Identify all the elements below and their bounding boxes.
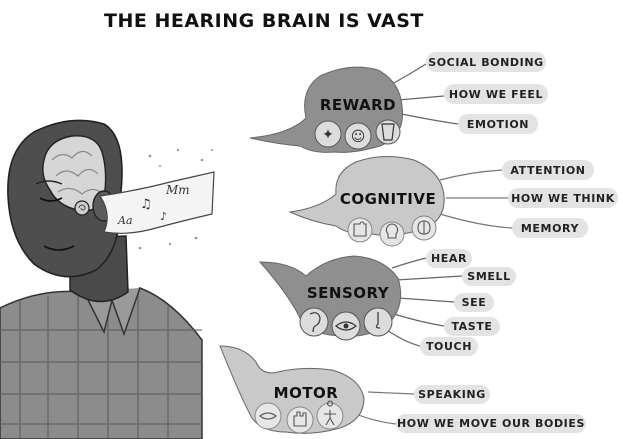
ear-icon (309, 312, 321, 333)
sensory-item-label-2: SMELL (467, 270, 510, 283)
sensory-icon-bubbles (299, 307, 393, 341)
group-title-motor: MOTOR (274, 384, 339, 402)
motor-item-label-2: HOW WE MOVE OUR BODIES (397, 417, 585, 430)
sensory-item-label-4: TASTE (451, 320, 492, 333)
person-illustration (0, 119, 203, 439)
sound-wave: Mm Aa ♫ ♪ (98, 148, 215, 250)
sensory-connector-2 (395, 275, 463, 281)
motor-item-pill-2 (396, 414, 586, 433)
reward-item-pill-2 (444, 84, 548, 104)
group-title-sensory: SENSORY (307, 284, 390, 302)
cognitive-item-pill-1 (502, 160, 594, 180)
group-cognitive: COGNITIVE ATTENTION HOW WE THINK MEMORY (288, 156, 618, 247)
motor-connector-1 (367, 391, 415, 395)
sparkle-icon: ✦ (322, 127, 334, 143)
music-note-icon: ♫ (140, 197, 152, 212)
group-title-cognitive: COGNITIVE (340, 190, 436, 208)
sensory-connector-3 (397, 297, 455, 303)
hand-icon (293, 411, 307, 427)
reward-connector-1 (391, 63, 427, 85)
sound-label-mm: Mm (165, 183, 190, 197)
sensory-item-label-3: SEE (462, 296, 487, 309)
reward-icon-bubbles: ✦ ☺ (314, 119, 401, 150)
sensory-item-label-5: TOUCH (426, 340, 472, 353)
brain-icon (417, 220, 431, 235)
group-reward: ✦ ☺ REWARD SOCIAL BONDING HOW WE FEEL EM… (249, 52, 548, 153)
cognitive-connector-1 (439, 169, 503, 181)
group-sensory: SENSORY HEAR SMELL SEE TASTE TOUCH (258, 249, 516, 356)
sensory-item-pill-5 (420, 337, 478, 356)
drink-cup-icon (381, 123, 395, 141)
music-note-small-icon: ♪ (160, 210, 167, 223)
cognitive-icon-bubbles (347, 215, 437, 247)
motor-item-pill-1 (414, 385, 490, 404)
reward-item-pill-3 (458, 114, 538, 134)
smiley-face-icon: ☺ (351, 129, 366, 145)
cognitive-brain-shape (288, 156, 445, 236)
sensory-item-pill-1 (426, 249, 472, 268)
motor-icon-bubbles (254, 400, 344, 434)
sensory-connector-4 (393, 313, 445, 327)
reward-item-label-1: SOCIAL BONDING (428, 56, 544, 69)
sound-wave-ribbon (98, 171, 215, 234)
cognitive-connector-3 (439, 213, 513, 229)
cognitive-item-label-3: MEMORY (521, 222, 580, 235)
sensory-item-pill-3 (454, 293, 494, 312)
sensory-item-pill-2 (462, 267, 516, 286)
sensory-item-pill-4 (444, 317, 500, 336)
group-title-reward: REWARD (320, 96, 396, 114)
reward-item-label-2: HOW WE FEEL (449, 88, 543, 101)
sensory-connector-1 (391, 257, 427, 269)
motor-item-label-1: SPEAKING (418, 388, 486, 401)
sound-label-aa: Aa (117, 214, 133, 227)
reward-item-label-3: EMOTION (467, 118, 529, 131)
figure-icon (324, 400, 336, 426)
puzzle-icon (353, 221, 367, 237)
cognitive-item-pill-3 (512, 218, 588, 238)
reward-connector-2 (397, 95, 445, 101)
cognitive-item-label-2: HOW WE THINK (511, 192, 615, 205)
reward-item-pill-1 (426, 52, 546, 72)
mouth-icon (259, 412, 277, 420)
group-motor: MOTOR SPEAKING HOW WE MOVE OUR BODIES (219, 345, 586, 434)
cognitive-item-pill-2 (508, 188, 618, 208)
cognitive-item-label-1: ATTENTION (510, 164, 585, 177)
eye-icon (335, 321, 357, 331)
lightbulb-icon (385, 223, 399, 239)
nose-icon (375, 312, 381, 329)
sensory-item-label-1: HEAR (431, 252, 467, 265)
diagram-title: THE HEARING BRAIN IS VAST (104, 10, 424, 32)
